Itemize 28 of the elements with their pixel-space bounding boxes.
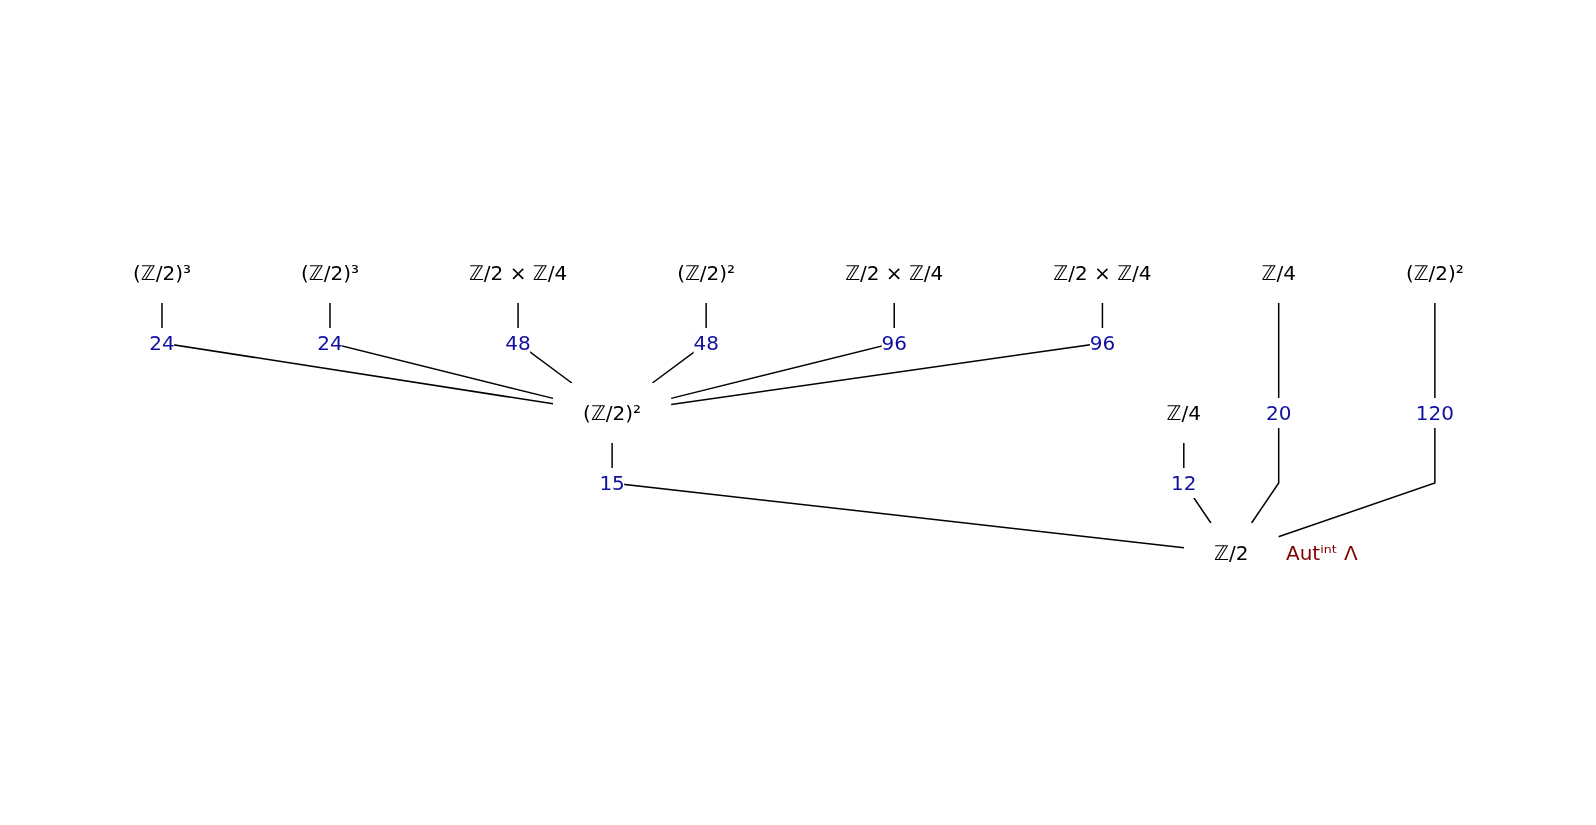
connector — [328, 301, 554, 399]
edge-label: 96 — [1089, 330, 1115, 355]
edge-label: 48 — [692, 330, 719, 355]
node-text: (ℤ/2)² — [1405, 260, 1464, 285]
edge-label: 120 — [1415, 400, 1454, 425]
node-text: (ℤ/2)² — [582, 400, 641, 425]
group-annotation: Autⁱⁿᵗ Λ — [1286, 540, 1358, 565]
connector — [160, 301, 554, 405]
edge-label: 24 — [148, 330, 175, 355]
node-text: (ℤ/2)² — [676, 260, 735, 285]
node-text: ℤ/2 × ℤ/4 — [1052, 260, 1152, 285]
connector — [669, 301, 1103, 405]
edge-label: 12 — [1170, 470, 1197, 495]
edge-label: 20 — [1265, 400, 1291, 425]
connector — [610, 441, 1185, 548]
edge-label: 96 — [881, 330, 907, 355]
node-text: (ℤ/2)³ — [300, 260, 359, 285]
node-text: ℤ/2 × ℤ/4 — [468, 260, 567, 285]
node-text: ℤ/4 — [1261, 260, 1296, 285]
node-text: ℤ/4 — [1166, 400, 1201, 425]
node-text: (ℤ/2)³ — [132, 260, 191, 285]
connector — [1277, 301, 1436, 538]
edge-label: 15 — [598, 470, 625, 495]
connector — [669, 301, 895, 399]
node-text: ℤ/2 — [1213, 540, 1248, 565]
node-text: ℤ/2 × ℤ/4 — [844, 260, 943, 285]
edge-label: 24 — [316, 330, 343, 355]
edge-label: 48 — [504, 330, 531, 355]
